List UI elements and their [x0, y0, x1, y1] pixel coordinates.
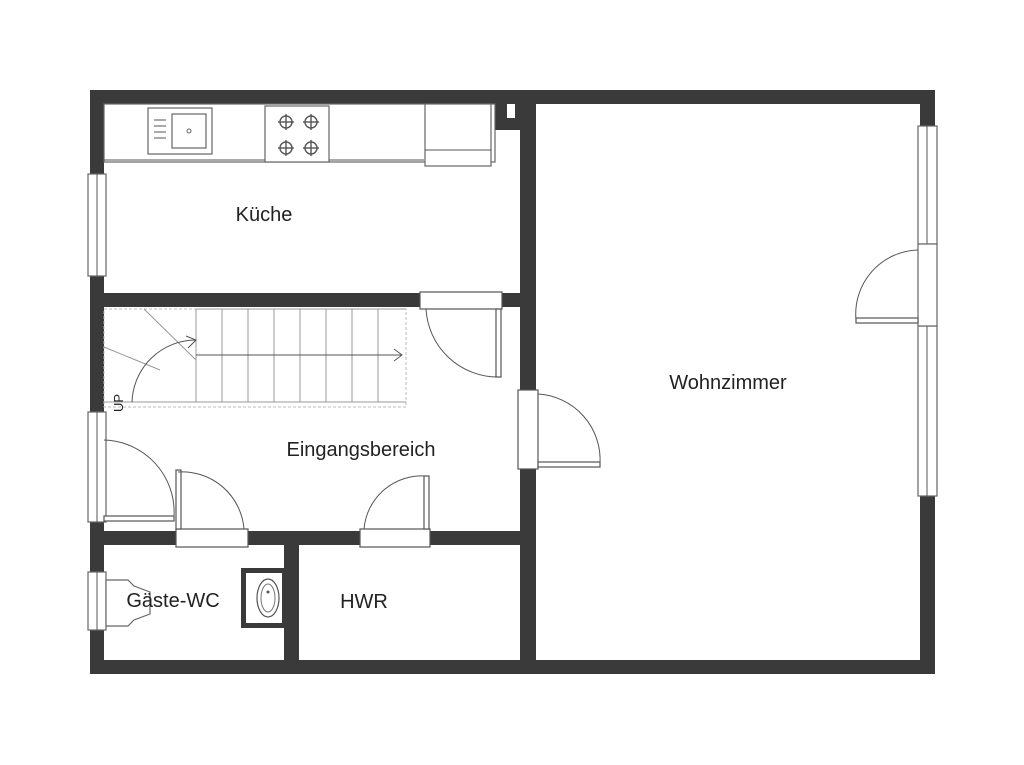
room-label-guest-wc: Gäste-WC — [126, 590, 219, 612]
room-label-entrance: Eingangsbereich — [287, 439, 436, 461]
room-label-utility: HWR — [340, 591, 388, 613]
window-living-upper — [917, 125, 938, 245]
toilet-icon — [105, 579, 151, 627]
stove-icon — [264, 105, 330, 163]
room-label-living: Wohnzimmer — [669, 372, 787, 394]
kitchen-shaft-void — [507, 104, 515, 118]
sink-icon — [147, 107, 213, 155]
door-entrance-living — [517, 389, 601, 470]
wall-entrance-bottom — [90, 531, 536, 545]
washbasin-icon — [241, 568, 287, 628]
wall-wc-hwr — [284, 531, 299, 674]
window-kitchen — [87, 173, 107, 277]
window-entrance — [87, 411, 107, 523]
windows — [87, 125, 938, 631]
stair-up-label: UP — [111, 394, 126, 412]
doors — [103, 243, 938, 548]
staircase: UP — [103, 308, 407, 412]
wall-living-partition — [520, 90, 536, 674]
window-wc — [87, 571, 107, 631]
walls — [90, 90, 935, 674]
outer-wall-bottom — [90, 660, 935, 674]
window-living-lower — [917, 325, 938, 497]
door-front — [103, 439, 175, 522]
kitchen-counter — [103, 103, 496, 167]
door-kitchen-entrance — [419, 291, 503, 378]
door-hwr — [359, 475, 431, 548]
door-wc — [175, 469, 249, 548]
room-label-kitchen: Küche — [236, 204, 293, 226]
stair-direction-arrow — [131, 335, 403, 403]
door-living-terrace — [855, 243, 938, 327]
fridge-icon — [424, 103, 492, 167]
